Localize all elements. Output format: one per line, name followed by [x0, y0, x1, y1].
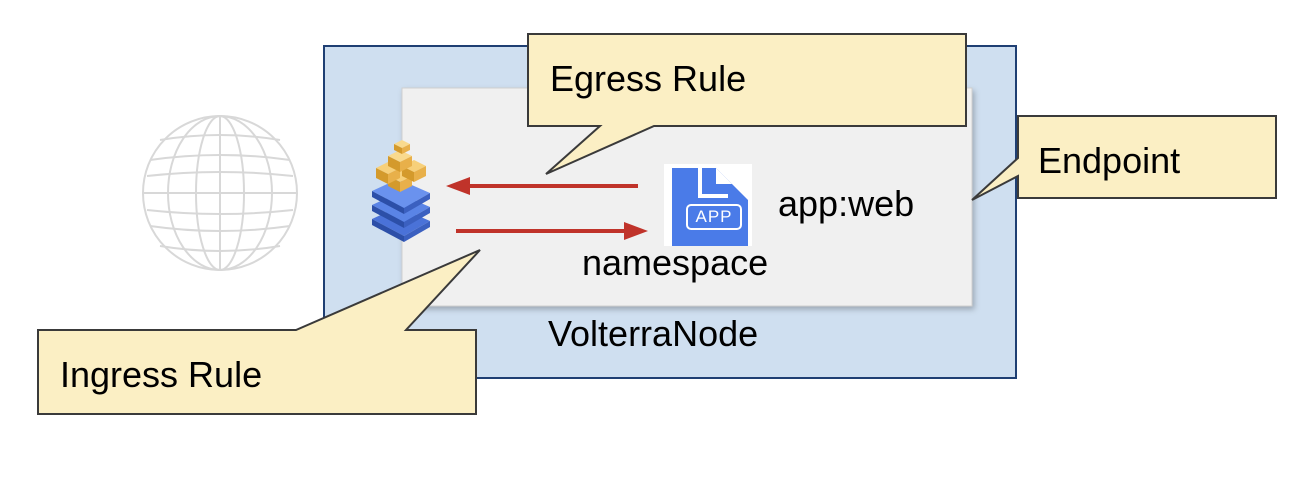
- globe-icon: [142, 115, 298, 271]
- app-web-label: app:web: [778, 183, 915, 224]
- namespace-label: namespace: [582, 242, 769, 283]
- volterra-node-label: VolterraNode: [548, 313, 759, 354]
- endpoint-callout: [971, 115, 1277, 201]
- endpoint-label: Endpoint: [1038, 140, 1181, 181]
- app-icon-badge: APP: [686, 204, 742, 230]
- ingress-callout: [37, 249, 481, 415]
- stack-cluster-icon: [372, 140, 430, 242]
- ingress-arrow: [456, 222, 648, 240]
- egress-rule-label: Egress Rule: [550, 58, 747, 99]
- ingress-rule-label: Ingress Rule: [60, 354, 263, 395]
- egress-callout: [527, 33, 967, 175]
- egress-arrow: [446, 177, 638, 195]
